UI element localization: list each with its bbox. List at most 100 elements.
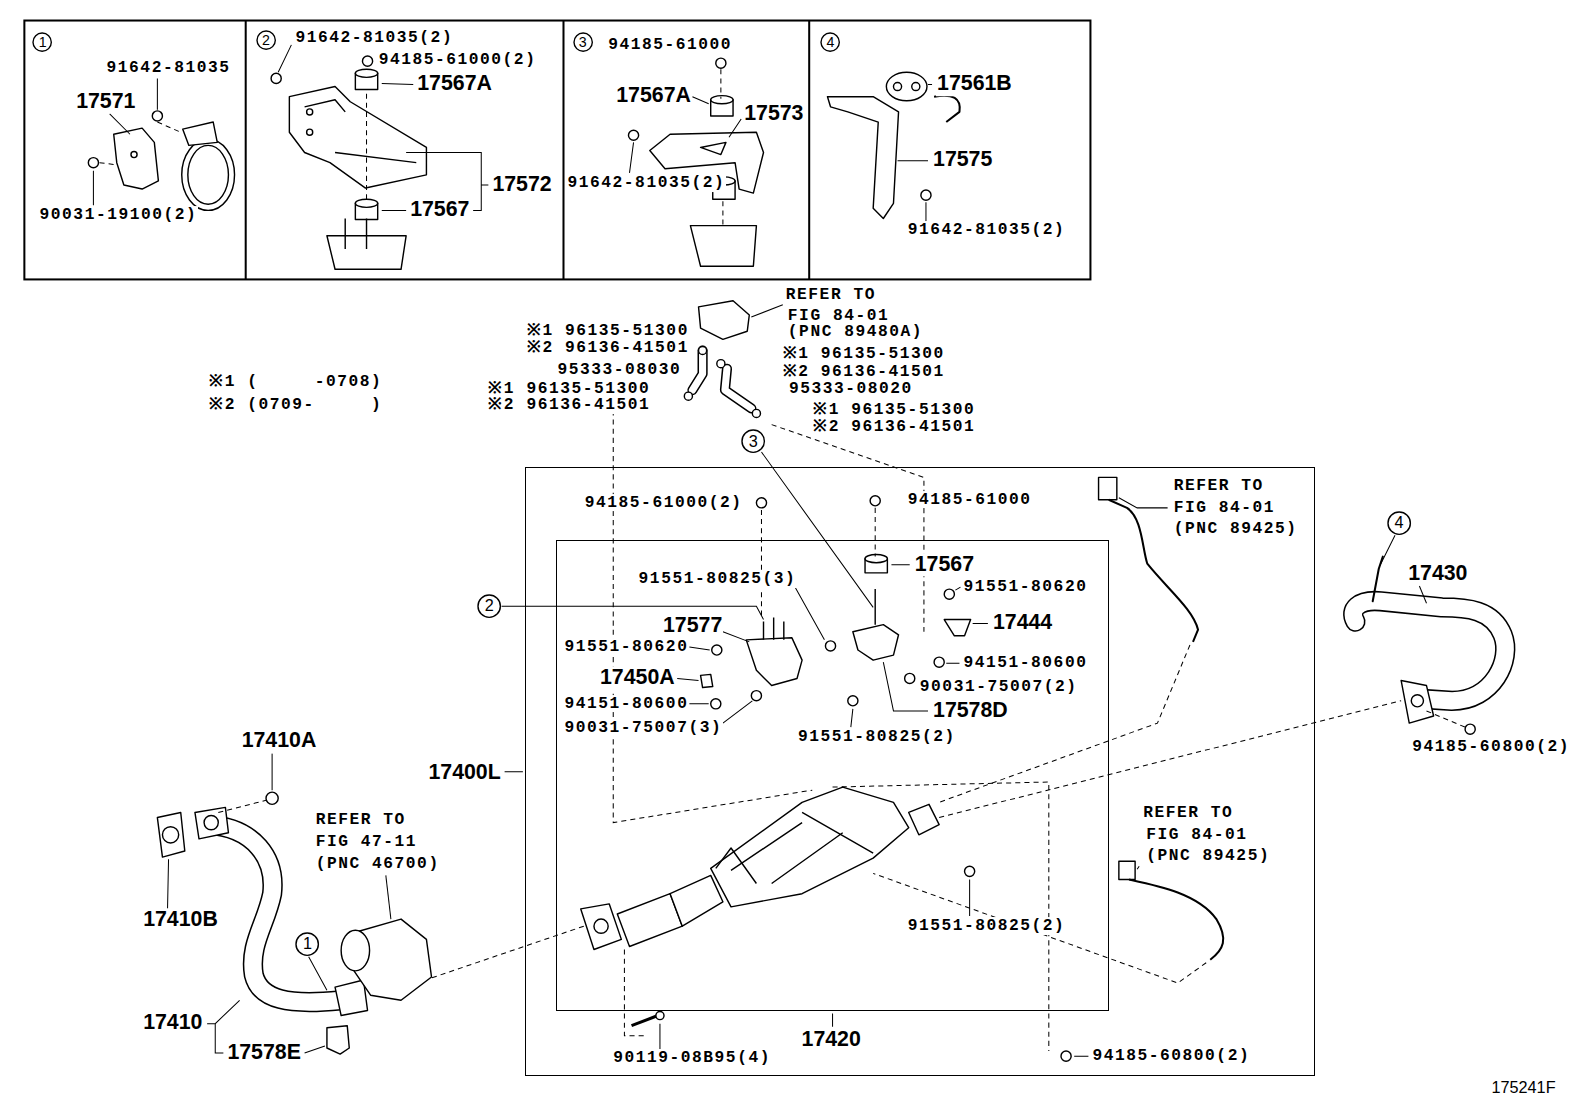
reference-note: FIG 84-01 (1145, 826, 1248, 844)
part-drawing (152, 111, 162, 121)
part-number: 17450A (599, 666, 676, 689)
part-drawing (746, 638, 802, 686)
callout-number: 1 (303, 935, 312, 953)
reference-note: REFER TO (1173, 477, 1265, 495)
part-drawing (699, 346, 707, 354)
dashed-guide (100, 69, 1466, 1051)
part-drawing (825, 641, 835, 651)
part-number: 17410B (142, 908, 219, 931)
part-drawing (716, 58, 726, 68)
part-number: ※1 96135-51300 (782, 345, 946, 363)
exhaust-pipe (208, 825, 340, 1002)
part-drawing (690, 226, 756, 267)
part-drawing (827, 97, 898, 219)
callout-number: 2 (485, 597, 494, 615)
part-drawing (1061, 1051, 1071, 1061)
part-number: ※1 96135-51300 (487, 380, 651, 398)
part-drawing (355, 199, 377, 207)
part-number: 91642-81035(2) (567, 174, 727, 192)
part-number: 94151-80600 (563, 695, 689, 713)
part-number: 17577 (662, 615, 723, 638)
part-number: 17567 (409, 198, 470, 221)
part-drawing (699, 301, 750, 340)
reference-note: REFER TO (785, 287, 877, 305)
reference-note: REFER TO (1142, 804, 1234, 822)
stud-line (345, 219, 366, 249)
part-drawing (865, 555, 887, 563)
drawing-number: 175241F (1490, 1079, 1556, 1097)
leader-line (1419, 586, 1426, 603)
dashed-guide (218, 800, 266, 812)
part-number: ※2 96136-41501 (782, 363, 946, 381)
callout-circle-outline (33, 33, 51, 51)
callout-circle: 3 (573, 32, 593, 52)
exhaust-pipe (1353, 601, 1505, 701)
part-drawing (717, 360, 725, 368)
part-drawing (711, 787, 909, 907)
part-drawing (1411, 695, 1423, 707)
part-drawing (921, 190, 931, 200)
part-number: 17410 (142, 1012, 203, 1035)
part-number: 91551-80825(2) (907, 917, 1067, 935)
part-number: 17567A (615, 85, 692, 108)
reference-note: FIG 84-01 (1173, 499, 1276, 517)
part-number: 17567 (914, 553, 975, 576)
part-drawing (712, 645, 722, 655)
dashed-guide (613, 401, 812, 822)
part-drawing (853, 625, 899, 661)
leader-line (677, 587, 853, 727)
part-drawing (307, 109, 313, 115)
part-number: ※1 96135-51300 (812, 401, 976, 419)
leader-line (93, 45, 1426, 1056)
part-number: 95333-08020 (788, 380, 914, 398)
part-drawing (909, 804, 939, 834)
part-number: 17410A (241, 729, 318, 752)
part-drawing (701, 142, 726, 154)
dashed-guide (873, 873, 1206, 983)
part-number: 94185-61000 (607, 36, 733, 54)
callout-circle-outline (257, 31, 275, 49)
callout-circle-outline (1388, 512, 1410, 534)
part-number: 95333-08030 (556, 361, 682, 379)
part-drawing (965, 866, 975, 876)
part-drawing (874, 589, 875, 625)
part-number: 94185-61000(2) (378, 51, 538, 69)
part-number: 17573 (743, 102, 804, 125)
part-drawing (1119, 861, 1135, 879)
part-number: ※2 96136-41501 (526, 339, 690, 357)
part-number: ※1 96135-51300 (526, 322, 690, 340)
applicability-note: ※1 ( -0708) (208, 373, 383, 391)
part-number: 17561B (936, 73, 1013, 96)
part-number: 90119-08B95(4) (612, 1049, 772, 1067)
dashed-guide (432, 926, 584, 978)
assembly-box: 17420 (556, 540, 1109, 1011)
part-number: 91642-81035 (106, 59, 232, 77)
callout-circle-outline (821, 33, 839, 51)
part-number: 17572 (491, 173, 552, 196)
part-number: 17444 (992, 612, 1053, 635)
part-number: 94185-61000 (907, 491, 1033, 509)
assembly-leader (505, 772, 833, 1027)
part-drawing (157, 812, 184, 857)
exhaust-pipe (692, 351, 702, 391)
part-drawing (934, 657, 944, 667)
exhaust-pipe (208, 351, 1505, 1003)
inset-frame (24, 21, 1090, 280)
part-drawing (716, 848, 757, 884)
part-drawing (870, 496, 880, 506)
part-number: 90031-75007(2) (919, 678, 1079, 696)
part-drawing (944, 620, 970, 636)
part-drawing (905, 673, 915, 683)
callout-number: 4 (827, 35, 835, 51)
part-drawing (182, 139, 235, 210)
part-drawing (335, 980, 367, 1016)
part-drawing (594, 919, 608, 933)
part-drawing (362, 56, 372, 66)
part-number: 90031-19100(2) (39, 206, 199, 224)
dashed-guide (761, 510, 762, 620)
part-drawing (751, 691, 761, 701)
